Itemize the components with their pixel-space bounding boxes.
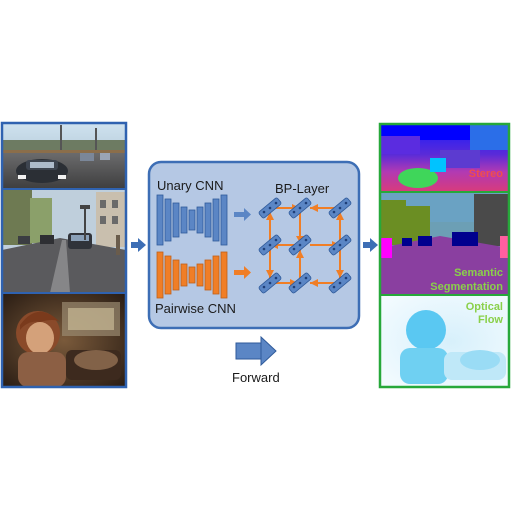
unary-cnn-icon: [156, 194, 228, 246]
output-arrow-icon: [363, 238, 378, 252]
output-flow-image: [380, 296, 509, 387]
output-stereo-image: [380, 124, 509, 192]
bp-layer-graph: [258, 197, 352, 294]
input-image-street-2: [2, 190, 126, 293]
forward-label: Forward: [232, 370, 280, 385]
unary-to-bp-arrow-icon: [234, 208, 251, 221]
pairwise-to-bp-arrow-icon: [234, 266, 251, 279]
stereo-label: Stereo: [469, 168, 504, 180]
unary-cnn-label: Unary CNN: [157, 178, 223, 193]
input-image-stack: [0, 121, 128, 389]
pairwise-cnn-label: Pairwise CNN: [155, 301, 236, 316]
semantic-label-line2: Segmentation: [430, 281, 503, 293]
output-image-stack: [378, 122, 511, 389]
bp-layer-label: BP-Layer: [275, 181, 330, 196]
flow-label-line1: Optical: [466, 301, 503, 313]
pairwise-cnn-icon: [156, 251, 228, 299]
input-border: [0, 121, 128, 389]
output-border: [378, 122, 511, 389]
input-image-character: [2, 294, 126, 387]
input-image-street-1: [2, 123, 126, 188]
forward-arrow-icon: [235, 335, 277, 367]
input-arrow-icon: [131, 238, 146, 252]
output-semantic-image: [380, 192, 509, 295]
semantic-label-line1: Semantic: [454, 267, 503, 279]
flow-label-line2: Flow: [478, 314, 503, 326]
